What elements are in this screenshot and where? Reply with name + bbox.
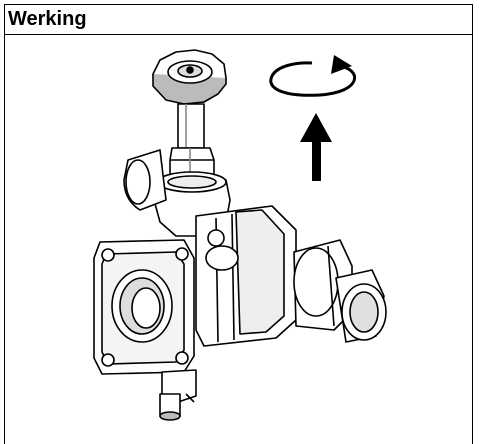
up-arrow-icon xyxy=(300,113,332,181)
valve-body xyxy=(93,49,387,421)
title-bar: Werking xyxy=(5,5,472,35)
figure-frame: Werking xyxy=(4,4,473,444)
page-title: Werking xyxy=(8,8,87,30)
valve-illustration xyxy=(93,49,387,421)
rotate-arrow-icon xyxy=(269,55,357,97)
